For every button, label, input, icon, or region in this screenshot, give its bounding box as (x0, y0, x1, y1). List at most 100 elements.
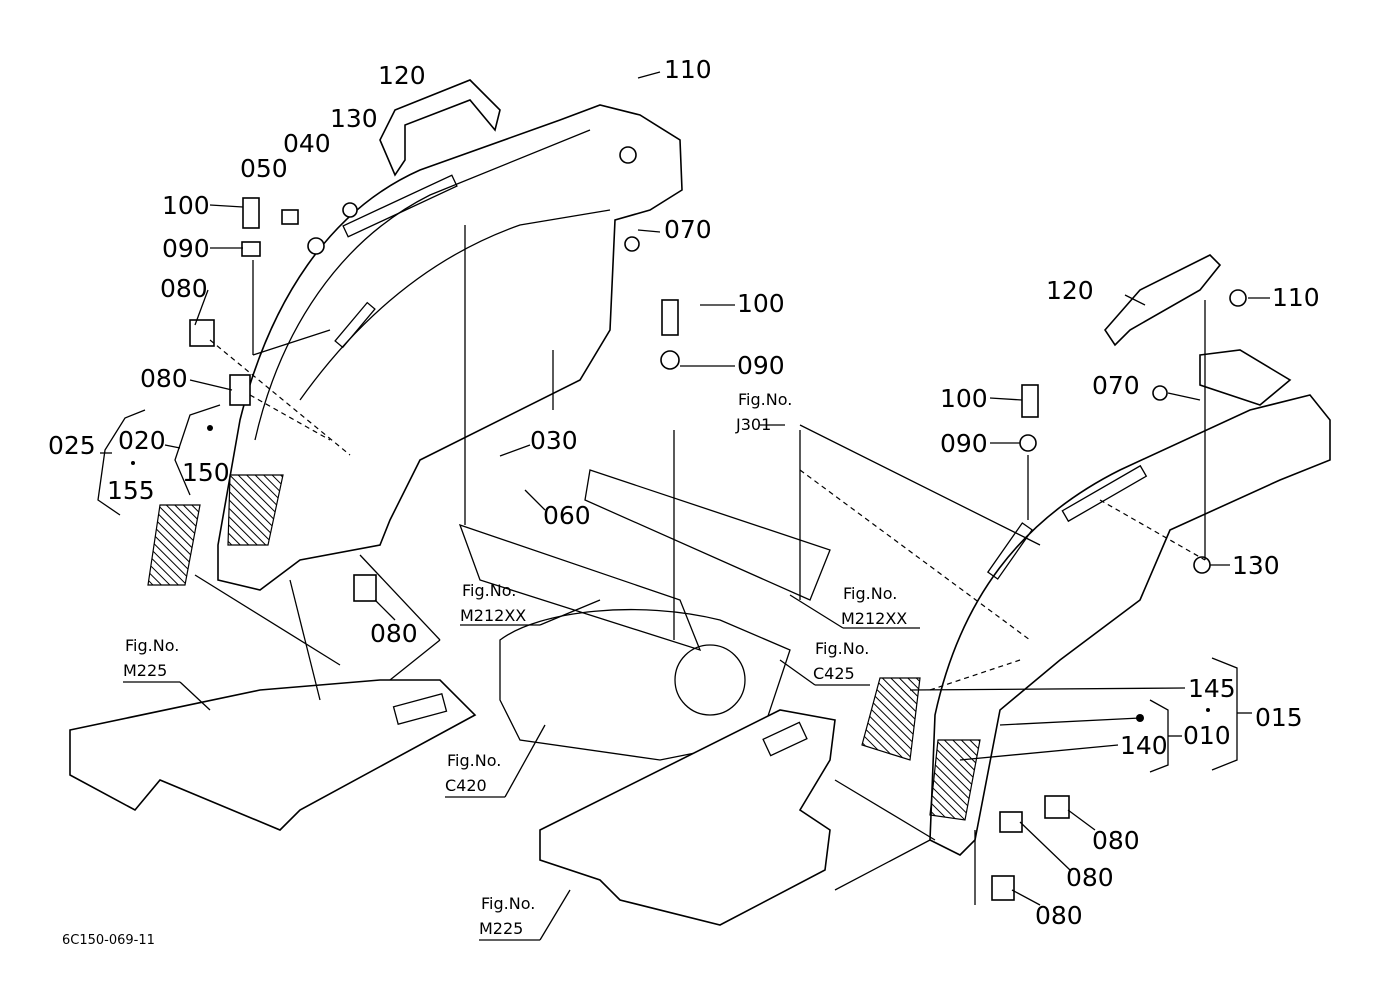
leader-line (789, 594, 844, 629)
right-floor-plate (539, 709, 836, 926)
leader-line (637, 229, 661, 233)
part-label: 120 (378, 61, 426, 90)
diagram-code: 6C150-069-11 (62, 933, 155, 948)
bolt-icon (229, 374, 251, 406)
fig-ref-prefix: Fig.No. (125, 636, 179, 655)
part-label: 140 (1120, 731, 1168, 760)
fig-ref-prefix: Fig.No. (815, 639, 869, 658)
leader-line (999, 717, 1141, 726)
dashed-leader-line (1099, 499, 1206, 561)
leader-line (539, 599, 601, 626)
dashed-leader-line (929, 659, 1021, 691)
leader-line (834, 839, 931, 891)
fig-ref-code[interactable]: M225 (123, 661, 167, 680)
part-label: 100 (162, 191, 210, 220)
part-label: 100 (737, 289, 785, 318)
part-label: 090 (162, 234, 210, 263)
fig-ref-code[interactable]: M212XX (460, 606, 526, 625)
part-label: 090 (940, 429, 988, 458)
part-label: 090 (737, 351, 785, 380)
part-label: 110 (664, 55, 712, 84)
leader-line (252, 329, 331, 356)
leader-line (164, 444, 181, 449)
part-label: 150 (182, 458, 230, 487)
fastener-icon (1193, 556, 1211, 574)
part-label: 010 (1183, 721, 1231, 750)
dashed-leader-line (209, 339, 351, 456)
left-floor-plate (69, 679, 477, 831)
leader-line (374, 599, 396, 621)
fig-ref-prefix: Fig.No. (481, 894, 535, 913)
leader-line (539, 889, 571, 941)
fig-ref-code[interactable]: C420 (445, 776, 487, 795)
leader-line (504, 724, 546, 798)
leader-line (389, 639, 441, 681)
part-label: 030 (530, 426, 578, 455)
leader-lines (100, 71, 1270, 941)
part-label: 080 (160, 274, 208, 303)
part-label: 155 (107, 476, 155, 505)
right-fender (929, 349, 1331, 856)
fig-ref-prefix: Fig.No. (462, 581, 516, 600)
leader-line (1167, 392, 1201, 401)
leader-line (524, 489, 546, 511)
decal-155 (147, 504, 201, 586)
fig-ref-prefix: Fig.No. (843, 584, 897, 603)
part-label: 145 (1188, 674, 1236, 703)
fig-ref-prefix: Fig.No. (447, 751, 501, 770)
part-label: 080 (1066, 863, 1114, 892)
part-label: 070 (664, 215, 712, 244)
bolt-icon (189, 319, 215, 347)
leader-line (289, 579, 321, 701)
part-label: 050 (240, 154, 288, 183)
decal-150 (227, 474, 284, 546)
leader-line (799, 424, 1041, 546)
leader-line (1011, 889, 1041, 906)
leader-line (1067, 809, 1096, 831)
bolt-icon (281, 209, 299, 225)
bolt-icon (661, 299, 679, 336)
part-label: 025 (48, 431, 96, 460)
part-label: 080 (370, 619, 418, 648)
right-handle (1103, 254, 1222, 347)
part-label: 070 (1092, 371, 1140, 400)
bolt-icon (991, 875, 1015, 901)
part-label: 100 (940, 384, 988, 413)
leader-line (779, 659, 816, 686)
part-label: 080 (1035, 901, 1083, 930)
fig-ref-code[interactable]: J301 (735, 415, 771, 434)
leader-line (959, 744, 1119, 761)
fig-ref-code[interactable]: M212XX (841, 609, 907, 628)
leader-line (194, 574, 341, 666)
leader-line (1124, 294, 1146, 306)
part-label: 015 (1255, 703, 1303, 732)
part-label: 130 (330, 104, 378, 133)
bolt-icon (353, 574, 377, 602)
bolt-icon (1044, 795, 1070, 819)
part-label: 130 (1232, 551, 1280, 580)
decal-145 (861, 677, 921, 761)
fig-ref-code[interactable]: C425 (813, 664, 855, 683)
leader-line (1019, 821, 1071, 871)
part-label: 120 (1046, 276, 1094, 305)
part-label: 110 (1272, 283, 1320, 312)
fastener-icon (619, 146, 637, 164)
bolt-icon (1021, 384, 1039, 418)
fastener-icon (1152, 385, 1168, 401)
part-label: 020 (118, 426, 166, 455)
leader-line (209, 204, 244, 208)
leader-line (189, 379, 233, 391)
fastener-icon (307, 237, 325, 255)
leader-line (637, 71, 661, 79)
group-brackets (97, 404, 1238, 773)
left-handle (379, 79, 501, 177)
fig-ref-code[interactable]: M225 (479, 919, 523, 938)
fastener-icon (1229, 289, 1247, 307)
hardware (189, 146, 1247, 901)
fastener-icon (342, 202, 358, 218)
leader-line (909, 687, 1186, 691)
